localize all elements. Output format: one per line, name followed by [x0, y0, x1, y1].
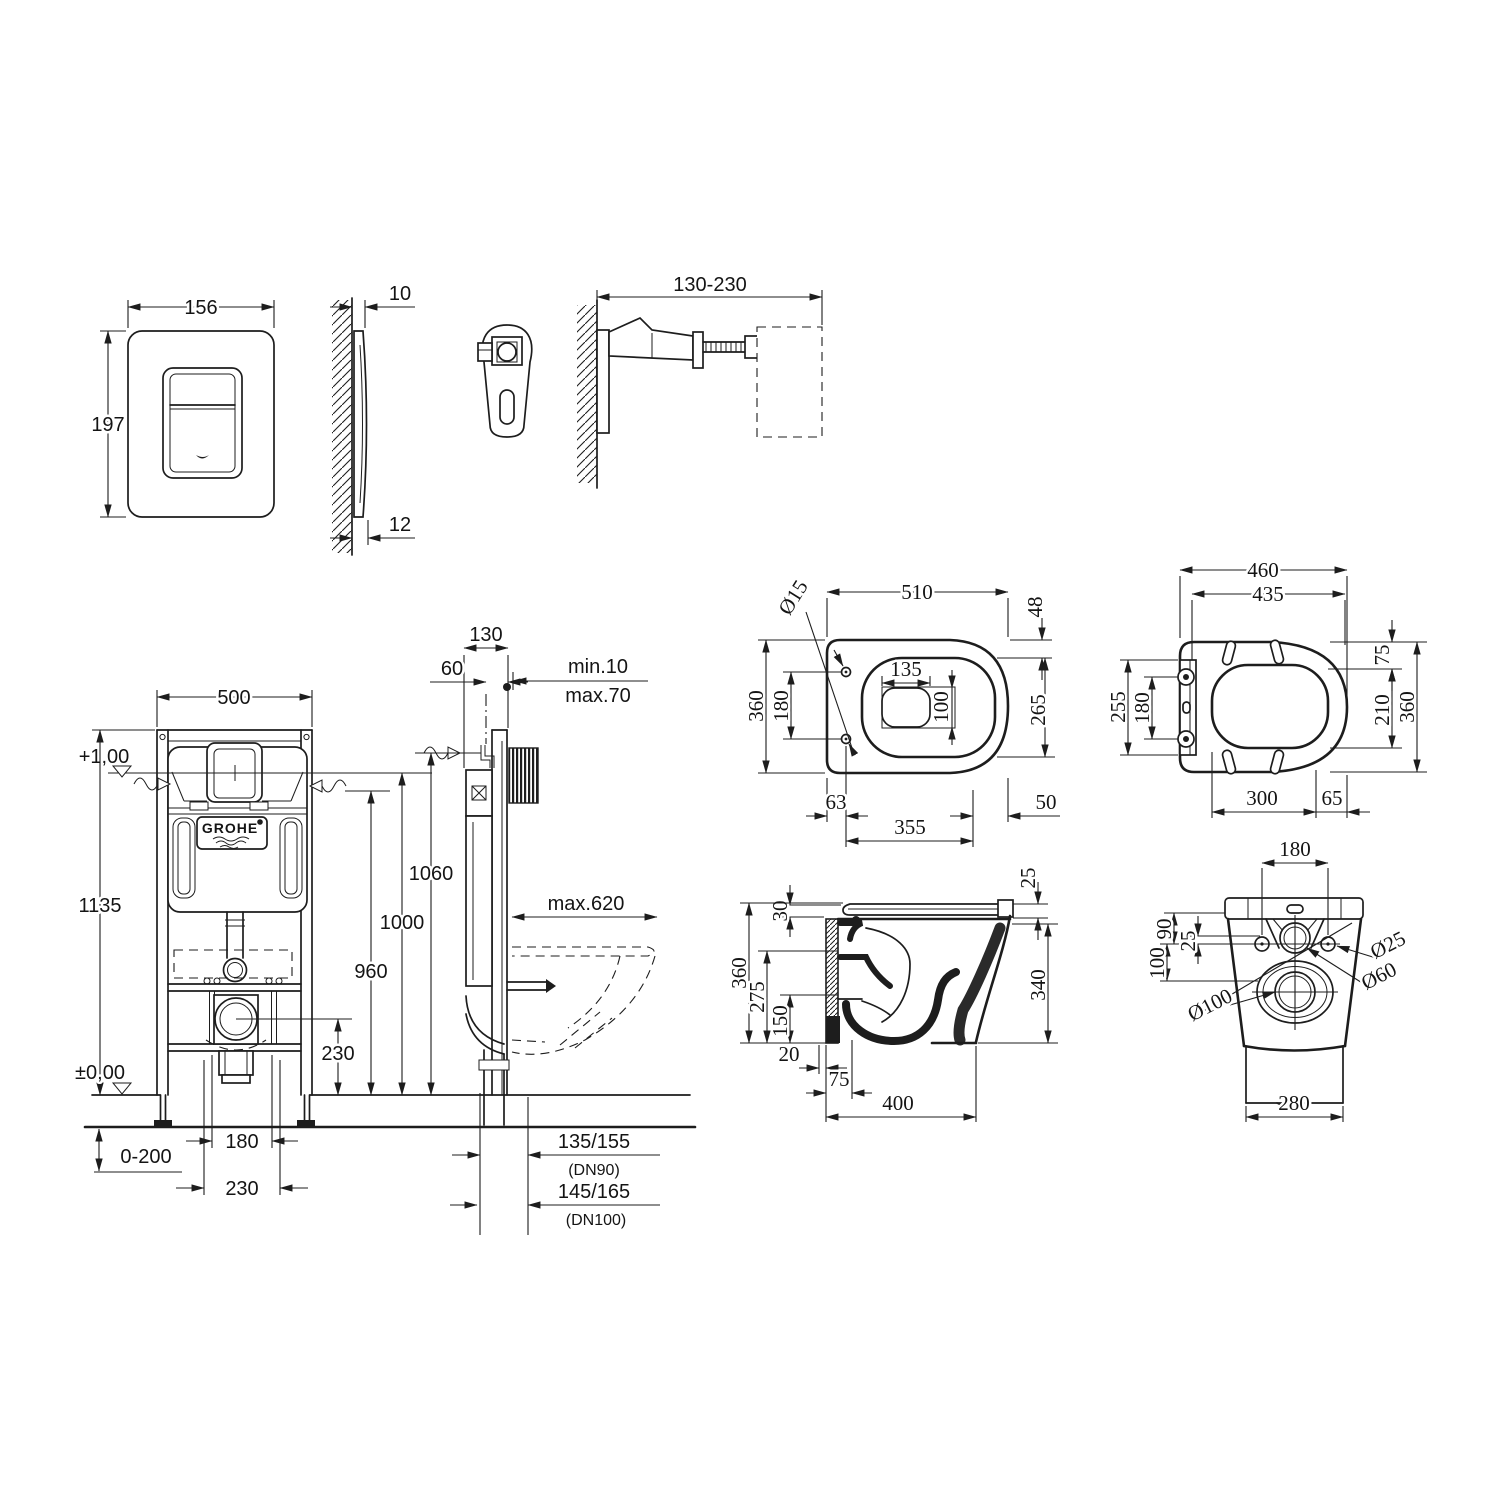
dim-dn100-note: (DN100)	[566, 1212, 626, 1229]
level-mark-zero: ±0,00	[75, 1062, 125, 1084]
protective-sleeve	[508, 747, 539, 804]
dim-flush-depth: 100	[929, 691, 953, 723]
dim-trap-offset: 75	[829, 1067, 850, 1091]
dim-flush-dia: Ø60	[1357, 957, 1400, 995]
dim-rear-stud-spacing: 180	[1279, 837, 1311, 861]
dim-plate-thickness-top: 10	[389, 283, 411, 305]
concealed-cistern: GROHE	[167, 742, 308, 913]
dim-hinge-spacing: 180	[1130, 692, 1154, 724]
bowl-side-section: 25 30 360 275 150 340 20 75 400	[725, 865, 1058, 1122]
brand-text: GROHE	[202, 820, 258, 836]
dim-frame-width: 500	[217, 687, 250, 709]
dim-flush-width: 135	[890, 657, 922, 681]
wall-hatch	[332, 300, 352, 553]
dim-h-top: 90	[1152, 919, 1176, 940]
ceramic-section	[836, 914, 1012, 1046]
seat-bumper-slots	[1221, 639, 1285, 775]
dim-supply-height: 1060	[409, 863, 454, 885]
dim-stud-height: 960	[354, 961, 387, 983]
dim-rim-back: 48	[1023, 597, 1047, 618]
dim-seat-front-gap: 30	[768, 901, 792, 922]
seat-ring	[1210, 663, 1330, 750]
dim-wall-min: min.10	[568, 656, 628, 678]
dim-offset-right: 50	[1036, 790, 1057, 814]
frame-rail-dashed	[756, 326, 823, 438]
dim-hinge-width: 255	[1106, 691, 1130, 723]
dim-seat-inner: 435	[1252, 582, 1284, 606]
dim-tail: 65	[1322, 786, 1343, 810]
anchor-arm	[608, 316, 694, 361]
supply-connection-dot	[503, 683, 511, 691]
drain-outlet	[205, 994, 267, 1084]
cistern-side-profile	[465, 769, 510, 1126]
dim-seat-width: 360	[1395, 691, 1419, 723]
dim-frame-height: 1135	[78, 895, 121, 917]
bowl-rear-view: Ø25 Ø60 Ø100 180 90 25 100 280	[1143, 835, 1412, 1122]
dim-mid-height: 275	[745, 981, 769, 1013]
dim-lid-back: 75	[1370, 645, 1394, 666]
flush-plate-front-view: 156 197	[89, 295, 275, 518]
dim-section-depth: 400	[882, 1091, 914, 1115]
dim-stud-spacing: 180	[225, 1131, 258, 1153]
frame-side-view: 130 60 min.10 max.70 1060 1000 960 max.6…	[345, 622, 660, 1235]
water-level-arrows	[133, 777, 347, 793]
dim-bowl-length: 510	[901, 580, 933, 604]
wall-anchor-views: 130-230	[477, 272, 823, 489]
dim-plate-height: 197	[91, 414, 124, 436]
frame-feet	[154, 1094, 315, 1127]
dim-wall-gap: 20	[779, 1042, 800, 1066]
dim-drain-spacing: 230	[225, 1178, 258, 1200]
wall-hatch	[577, 305, 597, 483]
grohe-mark-icon	[196, 455, 209, 459]
dim-drain-dia: Ø100	[1184, 983, 1236, 1026]
dim-opening: 300	[1246, 786, 1278, 810]
dim-offset-left: 63	[826, 790, 847, 814]
dim-bowl-width: 360	[744, 690, 768, 722]
dim-outlet-height: 230	[321, 1043, 354, 1065]
dim-supply-offset: 60	[441, 658, 463, 680]
dim-h-mid: 25	[1176, 931, 1200, 952]
dim-anchor-range: 130-230	[673, 274, 746, 296]
wc-bowl-dashed-outline	[511, 946, 656, 1055]
dim-supply-spacing: 180	[769, 690, 793, 722]
dim-h-low: 100	[1145, 947, 1169, 979]
dim-front-height: 340	[1026, 969, 1050, 1001]
bowl-top-view: Ø15 510 48 360 180 265 135 100 63 355 50	[742, 573, 1060, 847]
dim-section-height: 360	[727, 957, 751, 989]
level-mark-top: +1,00	[79, 746, 130, 768]
dim-dn100: 145/165	[558, 1181, 630, 1203]
dim-dn90: 135/155	[558, 1131, 630, 1153]
flush-plate-side-view: 10 12	[330, 281, 415, 556]
dim-fixing-span: 355	[894, 815, 926, 839]
grohe-logo: GROHE	[196, 816, 268, 850]
dim-ring-depth: 210	[1370, 694, 1394, 726]
dim-dn90-note: (DN90)	[568, 1162, 620, 1179]
frame-front-view: GROHE +1,00	[73, 685, 432, 1203]
dim-rear-width: 280	[1278, 1091, 1310, 1115]
dim-plate-thickness-bottom: 12	[389, 514, 411, 536]
flush-opening	[881, 687, 931, 728]
dim-max-reach: max.620	[548, 893, 625, 915]
dim-seat-outer: 460	[1247, 558, 1279, 582]
dim-supply-dia: Ø15	[773, 576, 813, 619]
dim-level-height: 1000	[380, 912, 425, 934]
dim-wall-max: max.70	[565, 685, 631, 707]
seat-top-view: 460 435 255 180 75 210 360 300 65	[1104, 556, 1427, 818]
dim-frame-depth: 130	[469, 624, 502, 646]
dim-foot-range: 0-200	[120, 1146, 171, 1168]
dim-lid-back-gap: 25	[1016, 868, 1040, 889]
floor-lines	[83, 1094, 697, 1129]
dim-low-height: 150	[768, 1005, 792, 1037]
seat-hinges	[1177, 659, 1197, 756]
dim-plate-width: 156	[184, 297, 217, 319]
dim-rim-length: 265	[1026, 694, 1050, 726]
